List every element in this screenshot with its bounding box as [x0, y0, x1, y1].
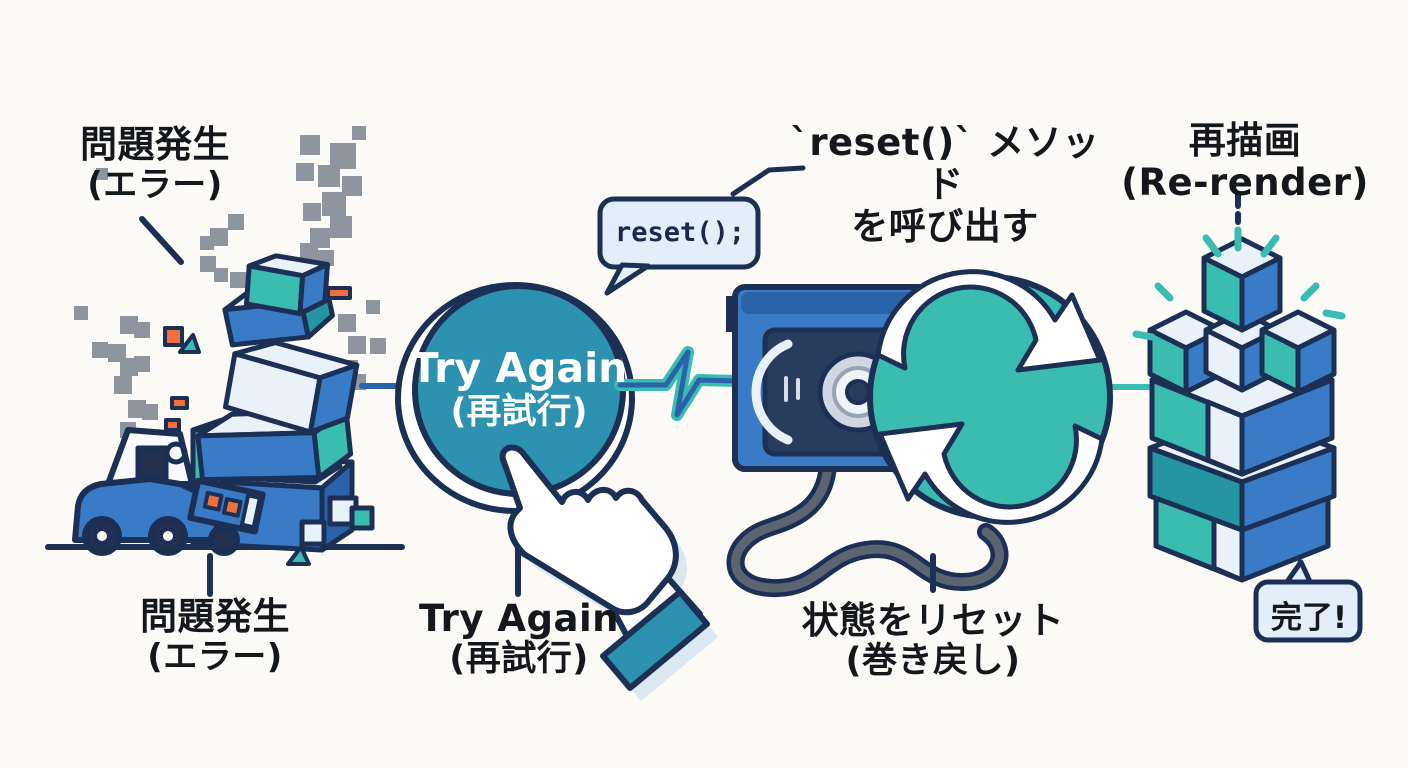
cuff [600, 589, 710, 691]
try-again-button[interactable] [395, 282, 635, 514]
label-error-bottom: 問題発生 (エラー) [140, 595, 290, 678]
fallen-blocks-icon [190, 253, 375, 553]
reset-code-text: reset(); [614, 217, 746, 248]
crashed-car-icon [72, 427, 266, 556]
hand-cursor-icon [499, 444, 718, 701]
cycle-arrow-top [875, 269, 1103, 373]
done-bubble-text: 完了! [1270, 600, 1348, 636]
reset-cycle-icon [867, 269, 1113, 525]
ecg-pulse-icon [614, 346, 743, 421]
done-speech-bubble [1253, 559, 1363, 643]
label-error-top: 問題発生 (エラー) [80, 123, 230, 206]
rebuilt-blocks-icon [1147, 236, 1337, 583]
pointer-line-error-top [139, 216, 184, 265]
label-rerender: 再描画 (Re-render) [1121, 119, 1369, 205]
try-again-button-label[interactable]: Try Again (再試行) [410, 344, 628, 433]
caption-state-reset: 状態をリセット (巻き戻し) [801, 599, 1065, 682]
cycle-arrow-bottom [877, 421, 1105, 525]
pointer-line-reset-method [730, 165, 806, 197]
debris-icon [163, 286, 352, 566]
label-reset-method: `reset()` メソッド を呼び出す [790, 121, 1100, 249]
code-speech-bubble [597, 196, 761, 296]
caption-try-again: Try Again (再試行) [418, 597, 620, 680]
